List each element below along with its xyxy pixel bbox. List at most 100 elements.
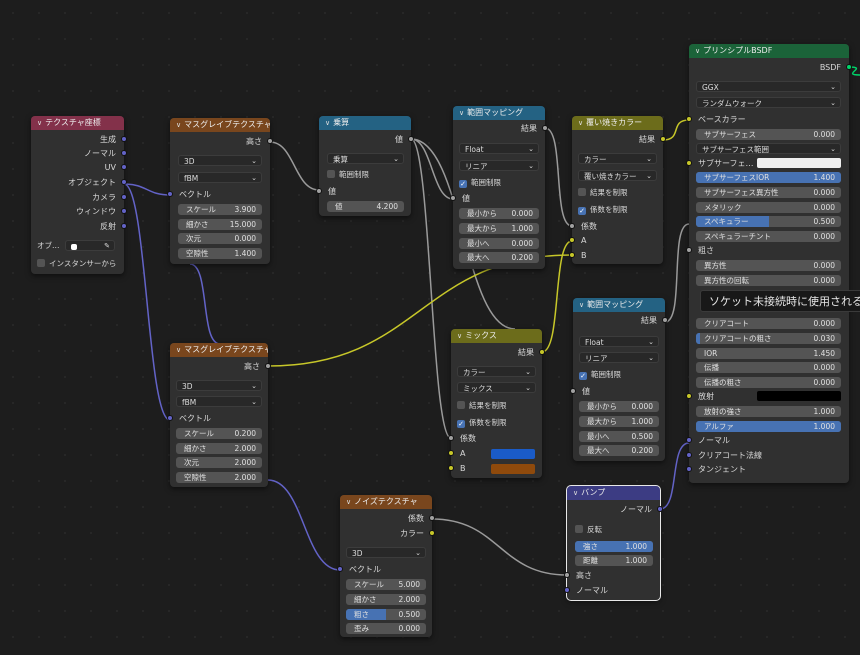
chevron-down-icon[interactable]: ∨	[37, 119, 43, 127]
chevron-down-icon[interactable]: ∨	[325, 119, 331, 127]
checkbox-checked[interactable]: ✓	[579, 372, 587, 380]
output-socket[interactable]	[846, 64, 852, 70]
object-picker[interactable]: ✎	[65, 240, 115, 251]
node-link[interactable]	[848, 66, 860, 76]
input-socket[interactable]	[448, 465, 454, 471]
distribution-dropdown[interactable]: GGX⌄	[696, 81, 841, 92]
input-socket[interactable]	[686, 437, 692, 443]
data-type-dropdown[interactable]: Float⌄	[459, 143, 539, 154]
checkbox-checked[interactable]: ✓	[459, 180, 467, 188]
output-socket[interactable]	[662, 317, 668, 323]
input-socket[interactable]	[569, 237, 575, 243]
node-link[interactable]	[123, 183, 171, 196]
node-header[interactable]: ∨ノイズテクスチャ	[340, 495, 432, 509]
subsurface-method-dropdown[interactable]: ランダムウォーク⌄	[696, 97, 841, 108]
color-swatch[interactable]	[757, 391, 841, 401]
input-socket[interactable]	[316, 188, 322, 194]
output-socket[interactable]	[657, 506, 663, 512]
node-link[interactable]	[410, 138, 452, 439]
chevron-down-icon[interactable]: ∨	[176, 346, 182, 354]
output-socket[interactable]	[121, 150, 127, 156]
clamp-checkbox[interactable]: ✓範囲制限	[579, 370, 621, 380]
chevron-down-icon[interactable]: ∨	[579, 301, 585, 309]
color-swatch[interactable]	[757, 158, 841, 168]
chevron-down-icon[interactable]: ∨	[459, 109, 465, 117]
node-link[interactable]	[659, 442, 690, 510]
chevron-down-icon[interactable]: ∨	[457, 332, 463, 340]
node-link[interactable]	[267, 479, 341, 571]
node-link[interactable]	[541, 240, 573, 353]
chevron-down-icon[interactable]: ∨	[573, 489, 579, 497]
node-link[interactable]	[410, 138, 454, 200]
output-socket[interactable]	[121, 194, 127, 200]
dimensions-dropdown[interactable]: 3D⌄	[346, 547, 426, 558]
node-header[interactable]: ∨範囲マッピング	[573, 298, 665, 312]
input-socket[interactable]	[686, 247, 692, 253]
checkbox-checked[interactable]: ✓	[457, 420, 465, 428]
node-mix-color-dodge[interactable]: ∨覆い焼きカラー 結果 カラー⌄ 覆い焼きカラー⌄ 結果を制限 ✓係数を制限 係…	[569, 116, 666, 264]
input-socket[interactable]	[686, 452, 692, 458]
node-header[interactable]: ∨覆い焼きカラー	[572, 116, 663, 130]
musgrave-type-dropdown[interactable]: fBM⌄	[176, 396, 262, 407]
node-texture-coordinate[interactable]: ∨テクスチャ座標 生成 ノーマル UV オブジェクト カメラ ウィンドウ 反射 …	[31, 116, 127, 274]
dimensions-dropdown[interactable]: 3D⌄	[176, 380, 262, 391]
output-socket[interactable]	[121, 208, 127, 214]
input-socket[interactable]	[337, 566, 343, 572]
output-socket[interactable]	[267, 138, 273, 144]
eyedropper-icon[interactable]: ✎	[104, 242, 110, 250]
input-socket[interactable]	[450, 195, 456, 201]
input-socket[interactable]	[686, 393, 692, 399]
output-socket[interactable]	[121, 179, 127, 185]
node-mix[interactable]: ∨ミックス 結果 カラー⌄ ミックス⌄ 結果を制限 ✓係数を制限 係数 A B	[448, 329, 545, 478]
output-socket[interactable]	[542, 125, 548, 131]
input-socket[interactable]	[686, 116, 692, 122]
output-socket[interactable]	[265, 363, 271, 369]
color-swatch-b[interactable]	[491, 464, 535, 474]
chevron-down-icon[interactable]: ∨	[346, 498, 352, 506]
color-swatch-a[interactable]	[491, 449, 535, 459]
node-principled-bsdf[interactable]: ∨プリンシプルBSDF BSDF GGX⌄ ランダムウォーク⌄ ベースカラーサブ…	[686, 44, 852, 483]
data-type-dropdown[interactable]: カラー⌄	[578, 153, 657, 164]
checkbox-box[interactable]	[457, 401, 465, 409]
node-header[interactable]: ∨プリンシプルBSDF	[689, 44, 849, 58]
interpolation-dropdown[interactable]: リニア⌄	[579, 352, 659, 363]
clamp-factor-checkbox[interactable]: ✓係数を制限	[457, 418, 507, 428]
node-header[interactable]: ∨テクスチャ座標	[31, 116, 124, 130]
node-header[interactable]: ∨ミックス	[451, 329, 542, 343]
clamp-factor-checkbox[interactable]: ✓係数を制限	[578, 205, 628, 215]
clamp-result-checkbox[interactable]: 結果を制限	[457, 400, 507, 411]
blend-mode-dropdown[interactable]: ミックス⌄	[457, 382, 536, 393]
input-socket[interactable]	[564, 587, 570, 593]
chevron-down-icon[interactable]: ∨	[695, 47, 701, 55]
input-socket[interactable]	[167, 191, 173, 197]
